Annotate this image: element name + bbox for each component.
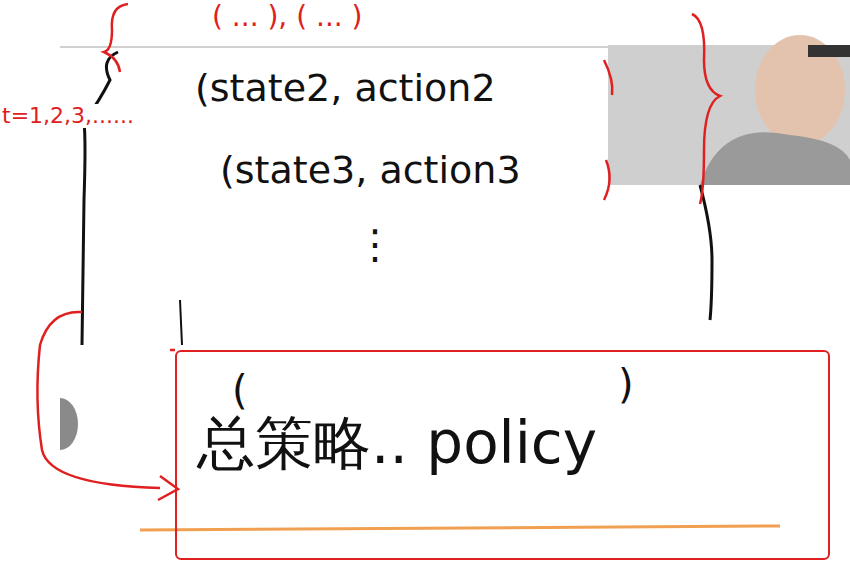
red-stroke (604, 60, 612, 95)
page-rule (60, 46, 610, 48)
note-text: ) (618, 362, 634, 406)
note-text: ⋮ (355, 222, 395, 266)
right-bracket (700, 185, 712, 320)
red-brace (104, 4, 128, 72)
black-stroke (180, 300, 182, 345)
note-text: ( (232, 368, 248, 412)
red-brace (692, 14, 720, 204)
underline (140, 526, 780, 530)
left-brace (82, 52, 118, 345)
policy-box: 总策略.. policy (175, 350, 830, 560)
annotation: t=1,2,3,...... (2, 104, 134, 128)
annotation: ( ... ), ( ... ) (212, 2, 363, 33)
red-stroke (170, 349, 175, 352)
red-arrow (37, 312, 160, 488)
red-stroke (604, 160, 610, 200)
cursor-tab (60, 398, 78, 450)
node-title: 总策略.. policy (197, 412, 808, 476)
note-text: (state3, action3 (220, 150, 521, 192)
webcam-inset (608, 35, 850, 185)
note-text: (state2, action2 (195, 68, 496, 110)
